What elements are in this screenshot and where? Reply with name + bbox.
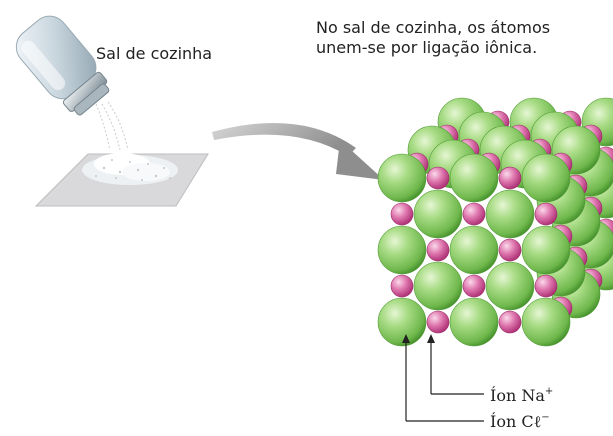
sodium-ion-sphere (462, 202, 486, 226)
description-line-2: unem-se por ligação iônica. (316, 38, 538, 57)
description-line-1: No sal de cozinha, os átomos (316, 18, 551, 37)
salt-label: Sal de cozinha (96, 44, 213, 63)
chloride-ion-sphere (377, 225, 427, 275)
sodium-ion-sphere (426, 238, 450, 262)
na-ion-charge: + (544, 386, 554, 397)
sodium-ion-sphere (498, 238, 522, 262)
sodium-ion-sphere (390, 202, 414, 226)
chloride-ion-sphere (377, 297, 427, 347)
chloride-ion-sphere (413, 189, 463, 239)
chloride-ion-sphere (449, 225, 499, 275)
chloride-ion-sphere (449, 297, 499, 347)
chloride-ion-sphere (449, 153, 499, 203)
cl-ion-charge: − (541, 412, 550, 423)
na-ion-label: Íon Na+ (490, 386, 553, 406)
na-ion-label-text: Íon Na (490, 386, 545, 405)
sodium-ion-sphere (498, 166, 522, 190)
na-pointer-arrowhead (427, 334, 435, 343)
sodium-ion-sphere (426, 166, 450, 190)
cl-pointer-arrowhead (402, 334, 410, 343)
ion-pointer-lines (402, 334, 484, 422)
cl-ion-label-text: Íon Cℓ (490, 412, 542, 431)
crystal-lattice-icon (377, 97, 613, 347)
chloride-ion-sphere (485, 261, 535, 311)
salt-shaker-icon (15, 15, 129, 151)
salt-pile-icon (34, 153, 209, 207)
sodium-ion-sphere (534, 274, 558, 298)
curved-arrow-icon (212, 123, 384, 180)
chloride-ion-sphere (485, 189, 535, 239)
chloride-ion-sphere (521, 153, 571, 203)
cl-ion-label: Íon Cℓ− (490, 412, 550, 432)
sodium-ion-sphere (534, 202, 558, 226)
chloride-ion-sphere (377, 153, 427, 203)
sodium-ion-sphere (462, 274, 486, 298)
chloride-ion-sphere (521, 297, 571, 347)
sodium-ion-sphere (498, 310, 522, 334)
chloride-ion-sphere (413, 261, 463, 311)
sodium-ion-sphere (390, 274, 414, 298)
chloride-ion-sphere (521, 225, 571, 275)
sodium-ion-sphere (426, 310, 450, 334)
description-text: No sal de cozinha, os átomos unem-se por… (316, 18, 606, 58)
